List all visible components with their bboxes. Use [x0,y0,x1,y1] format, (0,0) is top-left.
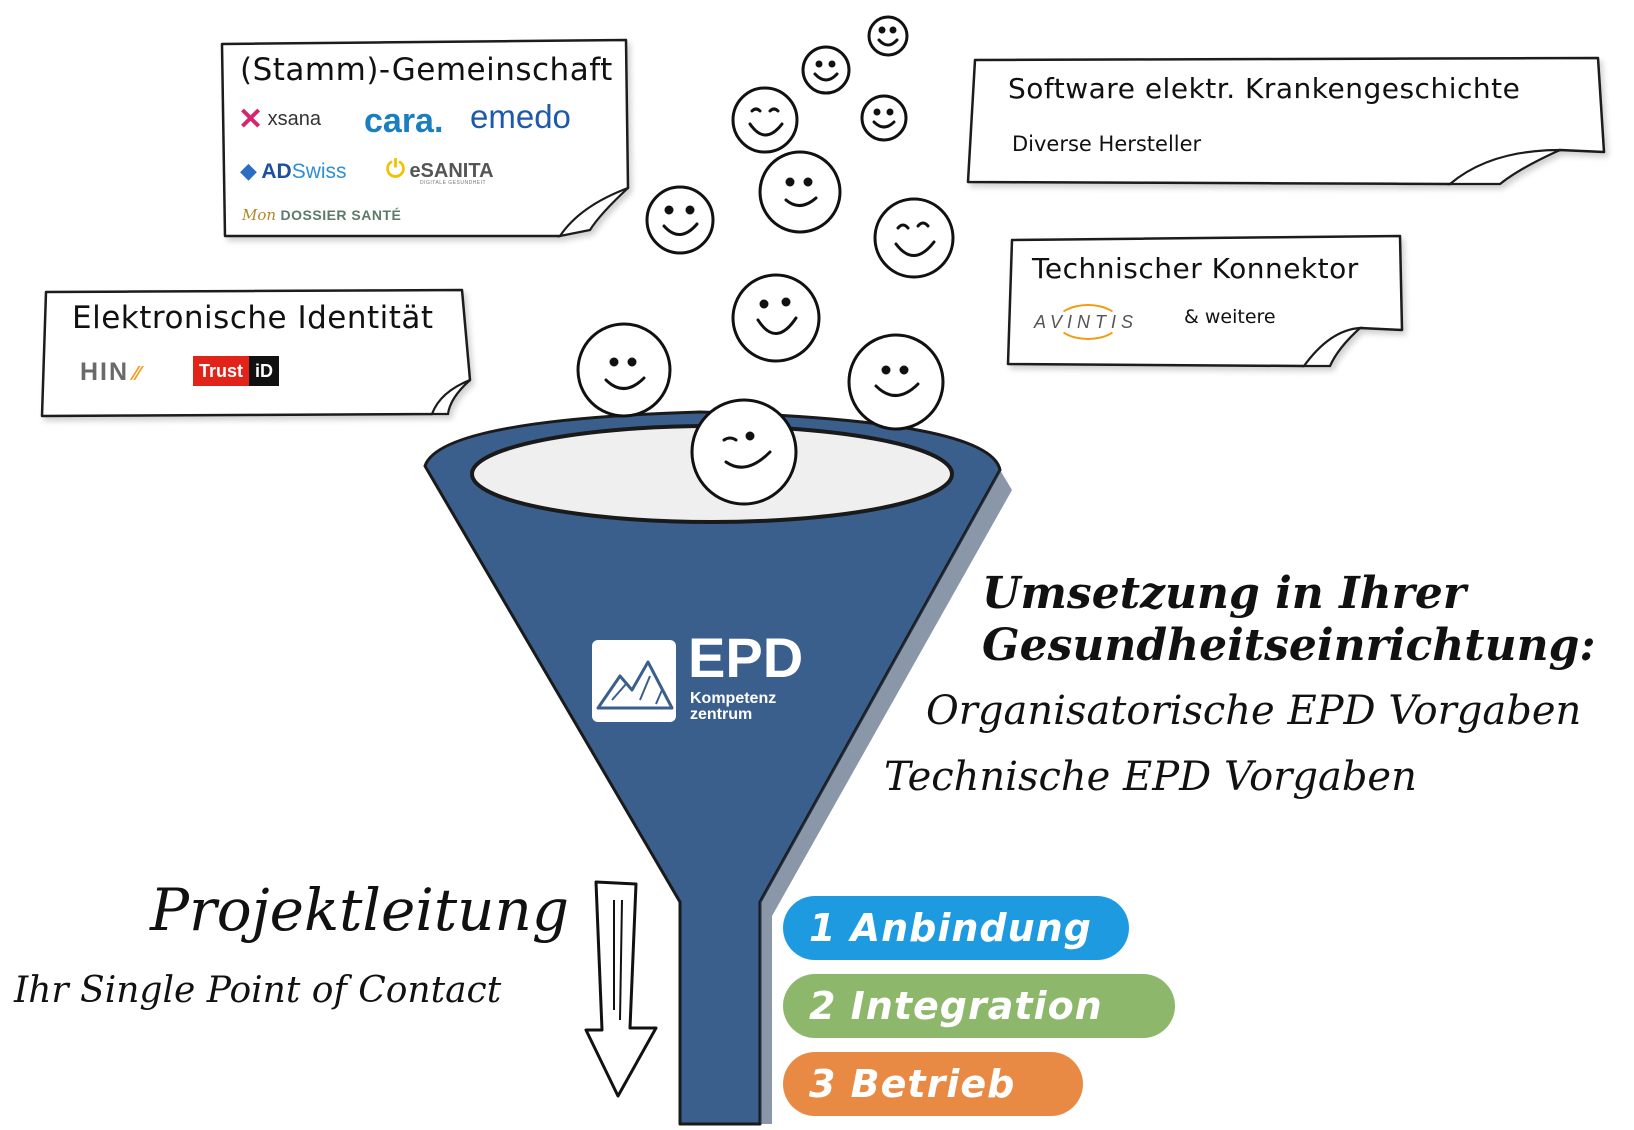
xsana-label: xsana [267,108,321,130]
implementation-item-technical: Technische EPD Vorgaben [884,754,1417,800]
down-arrow-icon [584,880,658,1098]
emedo-logo: emedo [470,98,571,135]
hin-label: HIN [80,358,130,386]
trustid-id: iD [249,356,280,386]
smiley-faces [576,15,955,506]
step-integration: 2 Integration [783,974,1175,1038]
smiley-4 [860,94,908,142]
adswiss-ad: AD [261,160,292,183]
smiley-3 [731,86,799,154]
adswiss-swiss: Swiss [291,160,347,183]
connector-note-title: Technischer Konnektor [1032,252,1359,285]
implementation-item-organisational: Organisatorische EPD Vorgaben [926,688,1582,734]
xsana-logo: ✕ xsana [238,102,321,137]
smiley-5 [758,150,842,234]
adswiss-logo: ◆ ADSwiss [240,158,347,184]
epd-logo-line2: zentrum [690,706,753,723]
software-note-title: Software elektr. Krankengeschichte [1008,72,1521,105]
esanita-power-icon: ⏻ [386,156,405,183]
smiley-9 [576,322,672,418]
software-note-subtitle: Diverse Hersteller [1012,132,1202,156]
step-anbindung: 1 Anbindung [783,896,1129,960]
implementation-heading-line1: Umsetzung in Ihrer [982,568,1467,619]
implementation-heading-line2: Gesundheitseinrichtung: [982,620,1596,671]
avintis-logo: AVINTIS [1034,304,1138,340]
esanita-logo: ⏻ eSANITA DIGITALE GESUNDHEIT [386,156,494,186]
trustid-trust: Trust [193,356,250,386]
connector-note-extra: & weitere [1184,306,1276,328]
epd-logo-line1: Kompetenz [690,690,777,707]
eid-note-paper [40,288,472,418]
hin-dots-icon: ⁄⁄ [133,363,141,385]
epd-logo-title: EPD [688,626,804,689]
smiley-1 [867,15,909,57]
adswiss-icon: ◆ [240,158,257,183]
avintis-swoosh-icon [1056,304,1120,340]
esanita-label: eSANITA [409,160,494,182]
hin-logo: HIN ⁄⁄ [80,358,140,387]
cara-logo: cara. [364,102,444,140]
smiley-2 [801,45,851,95]
smiley-7 [873,197,955,279]
project-lead-title: Projektleitung [150,876,569,944]
mondossier-logo: Mon DOSSIER SANTÉ [242,206,401,225]
smiley-11 [690,398,798,506]
smiley-6 [645,185,715,255]
software-note-paper [966,56,1606,186]
mondossier-rest: DOSSIER SANTÉ [280,207,402,223]
xsana-icon: ✕ [238,103,264,136]
mondossier-mon: Mon [242,206,277,224]
step-betrieb: 3 Betrieb [783,1052,1083,1116]
eid-note-title: Elektronische Identität [72,300,434,336]
community-note-paper [220,38,630,238]
epd-logo-icon [592,640,676,722]
smiley-8 [731,273,821,363]
project-lead-subtitle: Ihr Single Point of Contact [14,970,502,1011]
esanita-tagline: DIGITALE GESUNDHEIT [420,180,487,186]
smiley-10 [847,333,945,431]
community-note-title: (Stamm)-Gemeinschaft [240,52,613,88]
